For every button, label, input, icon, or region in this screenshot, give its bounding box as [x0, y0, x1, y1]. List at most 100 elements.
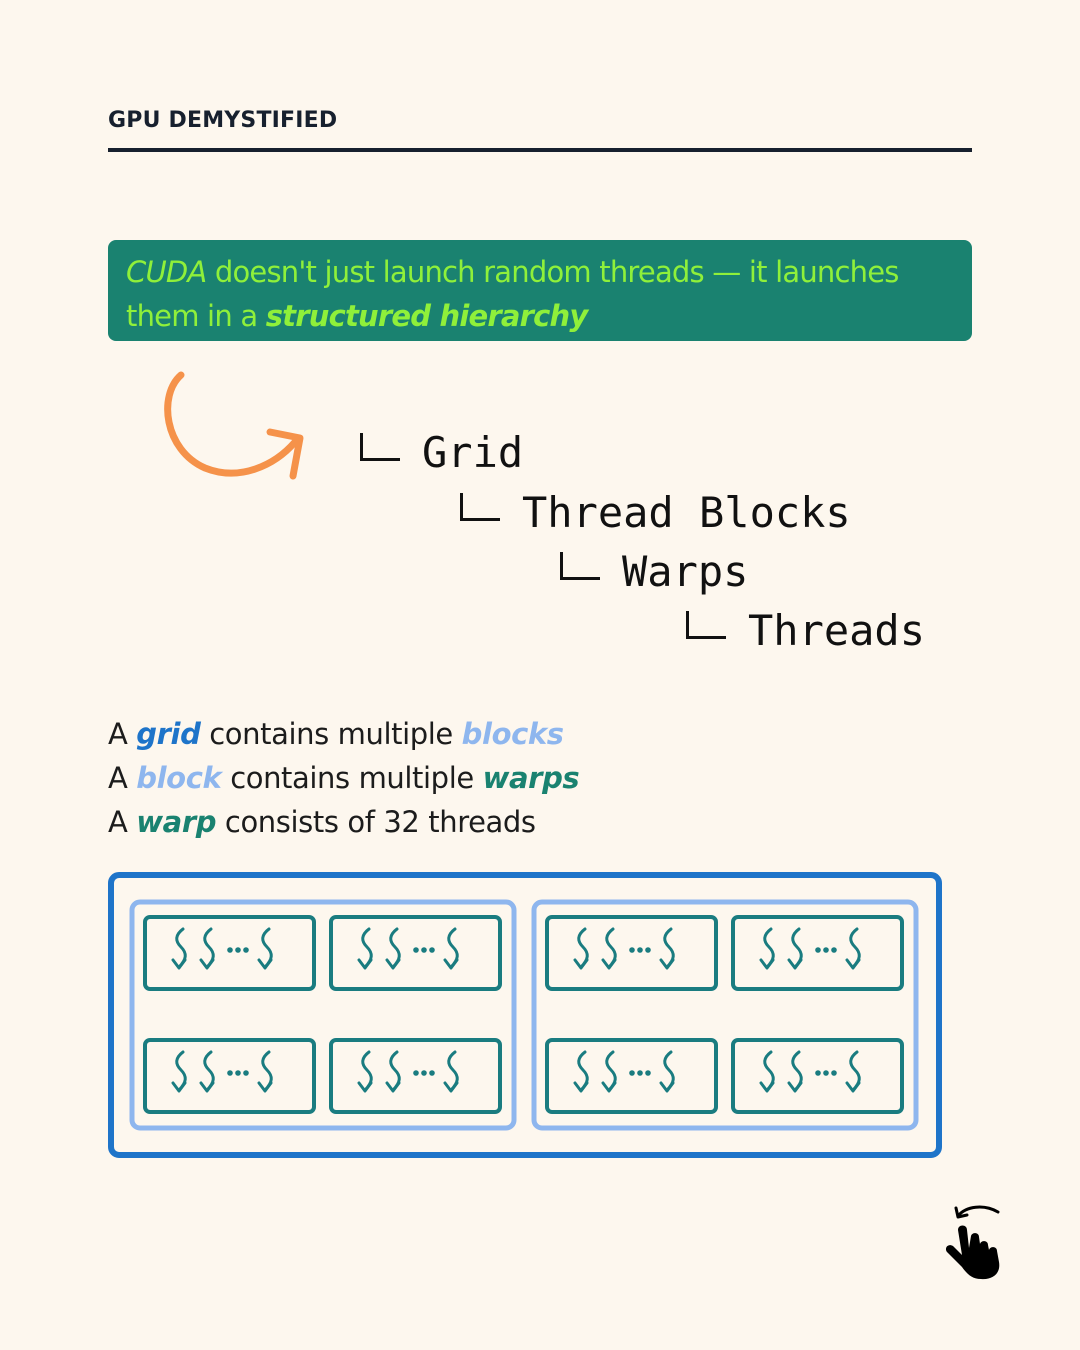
fact-keyword-grid: grid [136, 717, 201, 751]
thread-icon [601, 927, 617, 970]
grid-box [108, 872, 942, 1158]
thread-icon [357, 927, 373, 970]
thread-arrowhead [601, 1081, 617, 1093]
warp-box [731, 1038, 904, 1114]
fact-text: contains multiple [221, 761, 483, 795]
fact-keyword-warps: warps [482, 761, 580, 795]
thread-arrowhead [845, 1081, 861, 1093]
thread-icon [171, 927, 187, 970]
fact-warp: A warp consists of 32 threads [108, 800, 579, 844]
thread-arrowhead [199, 1081, 215, 1093]
fact-text: contains multiple [200, 717, 462, 751]
tree-level-thread-blocks: Thread Blocks [458, 488, 851, 538]
ellipsis-dot [227, 1070, 233, 1076]
ellipsis-dot [645, 1070, 651, 1076]
ellipsis-dot [421, 947, 427, 953]
fact-text: consists of 32 threads [216, 805, 536, 839]
warp-box [545, 1038, 718, 1114]
warp-border [545, 1038, 718, 1114]
thread-icon [787, 1050, 803, 1093]
ellipsis-dot [235, 1070, 241, 1076]
warp-box [143, 915, 316, 991]
ellipsis-dot [235, 947, 241, 953]
tree-level-threads: Threads [684, 606, 925, 656]
ellipsis-dot [429, 947, 435, 953]
thread-arrowhead [573, 958, 589, 970]
thread-icon [601, 1050, 617, 1093]
warp-box [545, 915, 718, 991]
ellipsis-dot [823, 1070, 829, 1076]
warp-box [731, 915, 904, 991]
fact-keyword-warp: warp [136, 805, 217, 839]
tree-branch-icon [458, 493, 502, 527]
fact-text: A [108, 761, 137, 795]
thread-icon [443, 1050, 459, 1093]
tree-label: Threads [748, 606, 926, 655]
thread-icon [385, 927, 401, 970]
thread-arrowhead [357, 958, 373, 970]
tree-label: Grid [422, 428, 524, 477]
ellipsis-dot [831, 1070, 837, 1076]
ellipsis-dot [413, 947, 419, 953]
block-box [129, 899, 517, 1131]
thread-icon [443, 927, 459, 970]
block-box [531, 899, 919, 1131]
thread-arrowhead [171, 1081, 187, 1093]
tree-level-warps: Warps [558, 547, 748, 597]
thread-icon [199, 927, 215, 970]
thread-arrowhead [573, 1081, 589, 1093]
thread-icon [659, 1050, 675, 1093]
ellipsis-dot [629, 947, 635, 953]
warp-border [731, 915, 904, 991]
thread-icon [787, 927, 803, 970]
ellipsis-dot [243, 947, 249, 953]
thread-arrowhead [787, 958, 803, 970]
callout-body: doesn't just launch random threads — it … [126, 255, 899, 333]
thread-icon [659, 927, 675, 970]
thread-icon [257, 1050, 273, 1093]
ellipsis-dot [637, 947, 643, 953]
ellipsis-dot [637, 1070, 643, 1076]
thread-arrowhead [443, 1081, 459, 1093]
thread-arrowhead [845, 958, 861, 970]
thread-arrowhead [659, 958, 675, 970]
warp-border [329, 1038, 502, 1114]
callout-cuda: CUDA [126, 255, 207, 289]
warp-border [143, 1038, 316, 1114]
ellipsis-dot [243, 1070, 249, 1076]
ellipsis-dot [831, 947, 837, 953]
tree-branch-icon [558, 552, 602, 586]
thread-arrowhead [385, 958, 401, 970]
warp-border [143, 915, 316, 991]
thread-arrowhead [601, 958, 617, 970]
thread-arrowhead [257, 1081, 273, 1093]
fact-keyword-blocks: blocks [461, 717, 564, 751]
header-divider [108, 148, 972, 152]
callout-highlight: structured hierarchy [265, 299, 589, 333]
swipe-hand-icon [945, 1205, 1000, 1280]
ellipsis-dot [227, 947, 233, 953]
ellipsis-dot [629, 1070, 635, 1076]
thread-icon [845, 927, 861, 970]
grid-diagram [108, 872, 942, 1158]
curved-arrow-icon [164, 371, 304, 480]
tree-level-grid: Grid [358, 428, 523, 478]
thread-arrowhead [443, 958, 459, 970]
fact-grid: A grid contains multiple blocks [108, 712, 579, 756]
hierarchy-facts: A grid contains multiple blocks A block … [108, 712, 580, 844]
ellipsis-dot [815, 1070, 821, 1076]
thread-arrowhead [759, 1081, 775, 1093]
thread-arrowhead [787, 1081, 803, 1093]
warp-border [329, 915, 502, 991]
thread-icon [171, 1050, 187, 1093]
fact-text: A [108, 805, 137, 839]
thread-icon [845, 1050, 861, 1093]
warp-border [545, 915, 718, 991]
thread-arrowhead [357, 1081, 373, 1093]
thread-arrowhead [385, 1081, 401, 1093]
warp-box [329, 915, 502, 991]
fact-block: A block contains multiple warps [108, 756, 580, 800]
tree-label: Warps [622, 547, 749, 596]
warp-border [731, 1038, 904, 1114]
thread-icon [385, 1050, 401, 1093]
